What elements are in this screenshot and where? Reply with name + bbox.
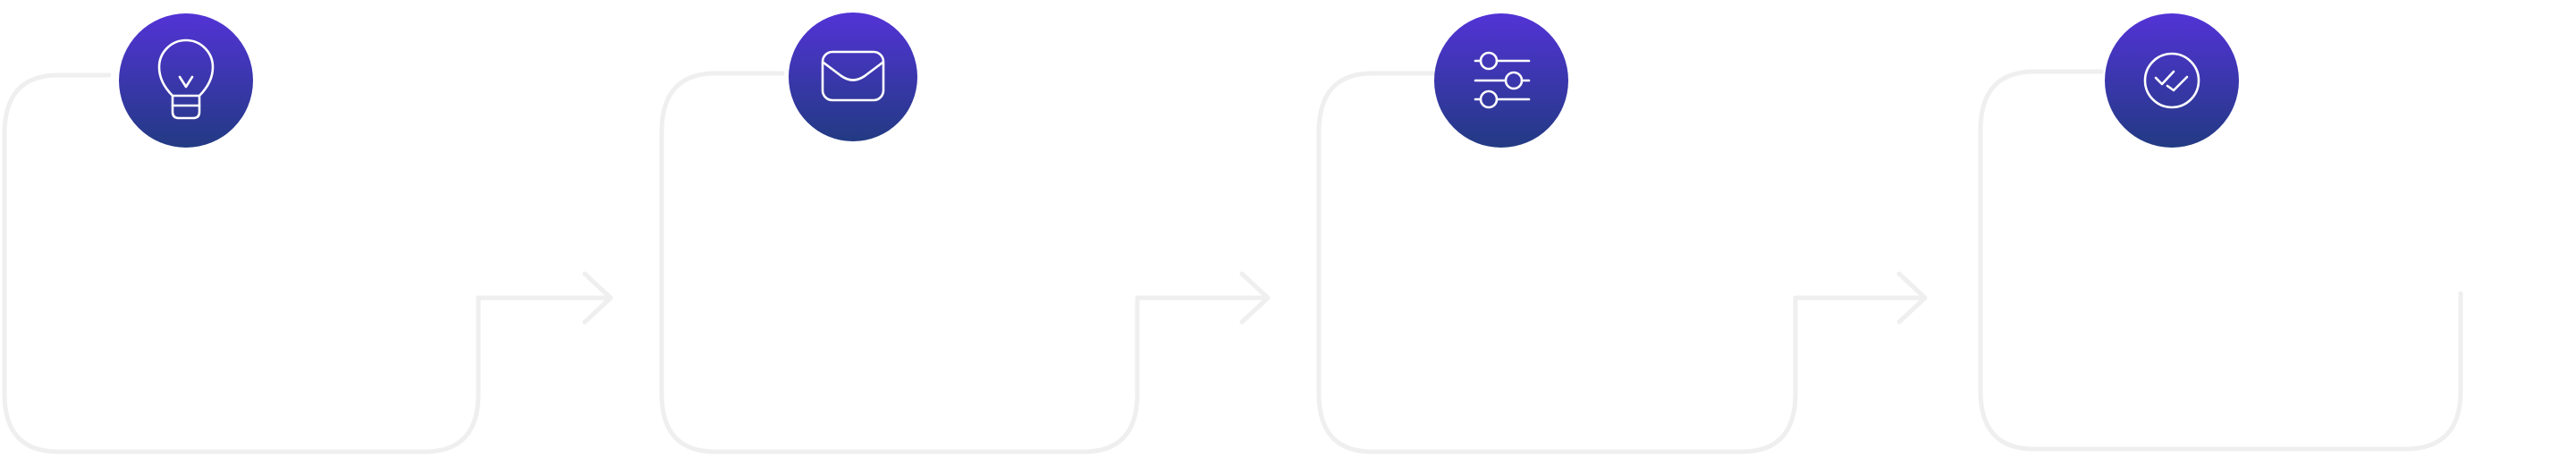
step-1-connector: [2, 72, 611, 454]
sliders-icon: [1474, 51, 1531, 109]
step-2-badge: [789, 13, 917, 141]
step-3-arrowhead: [1896, 271, 1928, 325]
step-1-arrowhead: [582, 271, 613, 325]
step-3-badge: [1434, 13, 1568, 148]
lightbulb-icon: [157, 38, 215, 120]
step-4-badge: [2105, 13, 2239, 148]
step-4-connector: [1978, 69, 2463, 452]
step-2-connector: [659, 71, 1268, 454]
step-3: [1316, 13, 1928, 454]
step-1-badge: [119, 13, 253, 148]
double-check-icon: [2143, 52, 2200, 109]
mail-icon: [821, 50, 885, 102]
step-2: [659, 13, 1271, 454]
step-2-arrowhead: [1239, 271, 1271, 325]
step-1: [2, 13, 613, 454]
step-3-connector: [1316, 71, 1925, 454]
step-4: [1978, 13, 2463, 452]
